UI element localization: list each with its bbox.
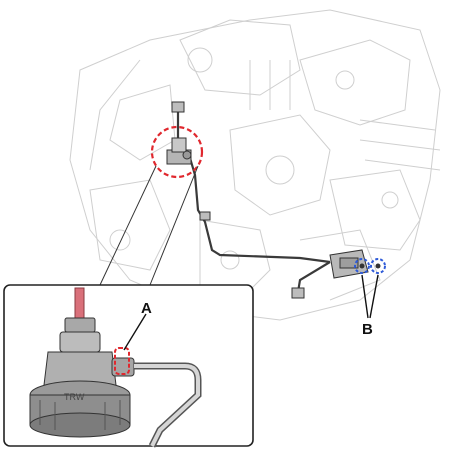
highlight-bolt-2 — [370, 258, 386, 274]
callout-a-leader — [123, 313, 147, 351]
highlight-port-a — [114, 347, 130, 375]
fluid-line — [176, 112, 331, 293]
highlight-bolt-1 — [354, 258, 370, 274]
highlight-circle-master-cylinder — [150, 125, 204, 179]
callout-b-leaders — [361, 274, 379, 319]
callout-label-b: B — [362, 321, 373, 338]
zoom-connector-lines — [99, 165, 199, 286]
part-marking: TRW — [64, 392, 85, 402]
detail-inset-part: TRW — [29, 287, 202, 448]
fluid-line-fittings — [171, 101, 305, 299]
chassis-line-art — [69, 9, 441, 321]
callout-label-a: A — [141, 300, 152, 317]
master-cylinder-small — [166, 137, 192, 165]
